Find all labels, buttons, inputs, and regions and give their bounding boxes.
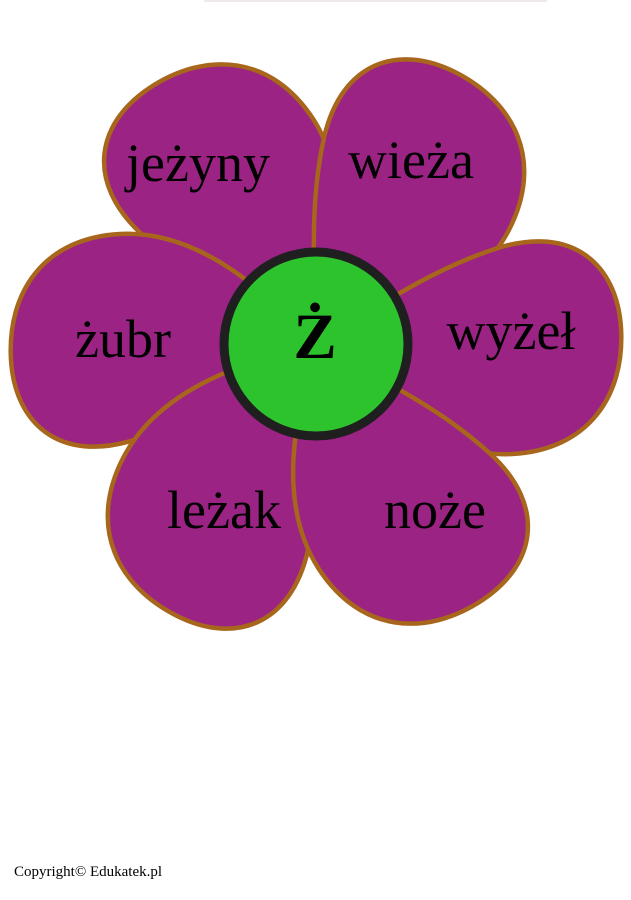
flower-center-circle bbox=[219, 247, 413, 441]
petal-word-left: żubr bbox=[75, 309, 171, 369]
center-letter: Ż bbox=[293, 301, 336, 373]
petal-word-bottom-left: leżak bbox=[167, 480, 281, 540]
petal-word-right: wyżeł bbox=[447, 301, 576, 361]
petal-word-top-right: wieża bbox=[348, 130, 474, 190]
petal-word-top-left: jeżyny bbox=[124, 133, 270, 193]
petal-word-bottom-right: noże bbox=[384, 480, 486, 540]
copyright-text: Copyright© Edukatek.pl bbox=[14, 864, 163, 880]
cropped-header-remnant bbox=[204, 0, 547, 2]
